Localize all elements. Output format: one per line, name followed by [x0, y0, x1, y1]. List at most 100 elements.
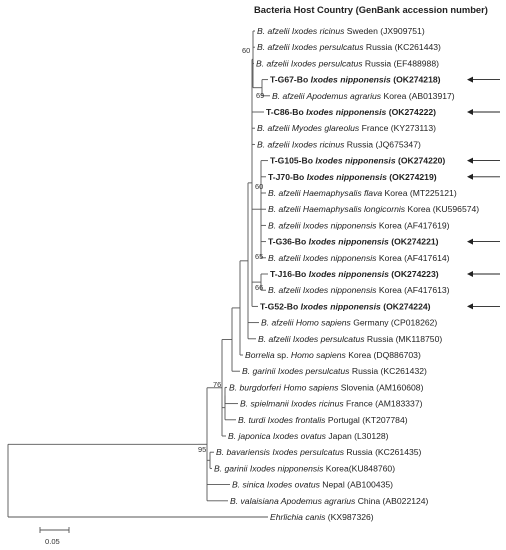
taxon-label-t31: Ehrlichia canis (KX987326) [270, 512, 374, 522]
taxon-label-part: Ixodes nipponensis [303, 220, 377, 230]
taxon-label-part: B. garinii [242, 366, 278, 376]
taxon-label-part: Ixodes nipponensis [250, 463, 324, 473]
taxon-label-part: France (AM183337) [344, 399, 423, 409]
taxon-label-part: Ixodes ricinus [292, 139, 345, 149]
bootstrap-b5: 66 [255, 283, 263, 292]
taxon-label-part: Ixodes persulcatus [291, 58, 363, 68]
taxon-label-part: Ixodes ricinus [291, 399, 344, 409]
taxon-label-part: T-J16-Bo [270, 269, 309, 279]
taxon-label-part: Russia (MK118750) [365, 334, 443, 344]
taxon-label-part: Ixodes ricinus [292, 26, 345, 36]
taxon-label-part: B. garinii [214, 463, 250, 473]
taxon-label-part: Russia (KC261443) [364, 42, 442, 52]
taxon-label-part: Ixodes nipponensis [315, 156, 395, 166]
taxon-label-part: B. bavariensis [216, 447, 272, 457]
taxon-label-t22: B. garinii Ixodes persulcatus Russia (KC… [242, 366, 427, 376]
taxon-label-part: (OK274220) [396, 156, 446, 166]
scale-bar-label: 0.05 [45, 537, 60, 546]
taxon-label-part: Korea (MT225121) [382, 188, 457, 198]
taxon-label-part: B. afzelii [261, 318, 296, 328]
taxon-label-part: Sweden (JX909751) [344, 26, 424, 36]
taxon-label-part: B. afzelii [258, 334, 293, 344]
taxon-label-part: (KX987326) [325, 512, 373, 522]
taxon-label-part: Korea (AB013917) [381, 91, 455, 101]
taxon-label-t15: B. afzelii Ixodes nipponensis Korea (AF4… [268, 253, 450, 263]
taxon-label-part: Germany (CP018262) [351, 318, 438, 328]
taxon-label-t19: B. afzelii Homo sapiens Germany (CP01826… [261, 318, 437, 328]
taxon-label-part: T-G105-Bo [270, 156, 315, 166]
taxon-label-t9: T-G105-Bo Ixodes nipponensis (OK274220) [270, 156, 445, 166]
bootstrap-b6: 76 [213, 380, 221, 389]
taxon-label-t25: B. turdi Ixodes frontalis Portugal (KT20… [238, 415, 408, 425]
arrow-head-icon [467, 238, 473, 245]
taxon-label-part: B. afzelii [268, 253, 303, 263]
taxon-label-part: Apodemus agrarius [280, 496, 356, 506]
taxon-label-part: Ixodes ovatus [267, 480, 321, 490]
arrow-head-icon [467, 303, 473, 310]
taxon-label-part: Homo sapiens [296, 318, 352, 328]
taxon-label-t3: B. afzelii Ixodes persulcatus Russia (EF… [256, 58, 439, 68]
tree-branches [7, 30, 270, 518]
taxon-label-part: Myodes glareolus [292, 123, 360, 133]
taxon-label-part: T-C86-Bo [266, 107, 306, 117]
taxon-label-t16: T-J16-Bo Ixodes nipponensis (OK274223) [270, 269, 439, 279]
taxon-label-part: Homo sapiens [291, 350, 347, 360]
taxon-label-part: Ixodes frontalis [268, 415, 327, 425]
taxon-label-part: B. valaisiana [230, 496, 281, 506]
taxon-label-part: B. afzelii [268, 220, 303, 230]
taxon-label-part: B. afzelii [268, 204, 303, 214]
taxon-label-t30: B. valaisiana Apodemus agrarius China (A… [230, 496, 429, 506]
taxon-label-part: Korea (AF417613) [376, 285, 449, 295]
taxon-label-part: (OK274218) [391, 75, 441, 85]
taxon-label-t1: B. afzelii Ixodes ricinus Sweden (JX9097… [257, 26, 425, 36]
taxon-label-part: (OK274224) [381, 301, 431, 311]
taxon-label-t28: B. garinii Ixodes nipponensis Korea(KU84… [214, 463, 395, 473]
taxon-label-part: T-J70-Bo [268, 172, 307, 182]
taxon-label-t12: B. afzelii Haemaphysalis longicornis Kor… [268, 204, 479, 214]
taxon-label-t4: T-G67-Bo Ixodes nipponensis (OK274218) [270, 75, 441, 85]
arrow-head-icon [467, 109, 473, 115]
taxon-label-part: Japan (L30128) [326, 431, 389, 441]
taxon-labels: B. afzelii Ixodes ricinus Sweden (JX9097… [214, 26, 479, 522]
taxon-label-t5: B. afzelii Apodemus agrarius Korea (AB01… [272, 91, 455, 101]
taxon-label-part: B. afzelii [257, 26, 292, 36]
arrow-head-icon [467, 76, 473, 83]
taxon-label-part: (OK274219) [387, 172, 437, 182]
taxon-label-part: Ixodes nipponensis [306, 107, 386, 117]
arrow-head-icon [467, 173, 473, 180]
taxon-label-t7: B. afzelii Myodes glareolus France (KY27… [257, 123, 436, 133]
taxon-label-part: Homo sapiens [283, 382, 339, 392]
taxon-label-t29: B. sinica Ixodes ovatus Nepal (AB100435) [232, 480, 393, 490]
taxon-label-part: (OK274221) [389, 237, 439, 247]
taxon-label-part: B. afzelii [272, 91, 307, 101]
taxon-label-t24: B. spielmanii Ixodes ricinus France (AM1… [240, 399, 423, 409]
arrow-head-icon [467, 271, 473, 277]
taxon-label-part: Ehrlichia canis [270, 512, 326, 522]
taxon-label-part: Apodemus agrarius [306, 91, 382, 101]
taxon-label-part: Slovenia (AM160608) [338, 382, 423, 392]
taxon-label-part: Korea(KU848760) [323, 463, 395, 473]
taxon-label-part: T-G67-Bo [270, 75, 311, 85]
taxon-label-t6: T-C86-Bo Ixodes nipponensis (OK274222) [266, 107, 436, 117]
taxon-label-part: sp. [275, 350, 291, 360]
taxon-label-t10: T-J70-Bo Ixodes nipponensis (OK274219) [268, 172, 437, 182]
taxon-label-part: B. japonica [228, 431, 273, 441]
taxon-label-part: Korea (AF417619) [376, 220, 449, 230]
taxon-label-part: Korea (DQ886703) [346, 350, 421, 360]
taxon-label-t18: T-G52-Bo Ixodes nipponensis (OK274224) [260, 301, 431, 311]
taxon-label-part: Ixodes nipponensis [309, 237, 389, 247]
taxon-label-part: B. afzelii [268, 285, 303, 295]
taxon-label-part: China (AB022124) [355, 496, 428, 506]
taxon-label-part: Haemaphysalis flava [303, 188, 383, 198]
taxon-label-part: B. afzelii [256, 58, 291, 68]
taxon-label-t17: B. afzelii Ixodes nipponensis Korea (AF4… [268, 285, 450, 295]
taxon-label-part: Haemaphysalis longicornis [303, 204, 406, 214]
taxon-label-part: Korea (KU596574) [405, 204, 479, 214]
arrow-head-icon [467, 157, 473, 164]
taxon-label-part: B. burgdorferi [229, 382, 283, 392]
taxon-label-t26: B. japonica Ixodes ovatus Japan (L30128) [228, 431, 389, 441]
taxon-label-part: Russia (KC261435) [344, 447, 422, 457]
taxon-label-part: T-G52-Bo [260, 301, 301, 311]
